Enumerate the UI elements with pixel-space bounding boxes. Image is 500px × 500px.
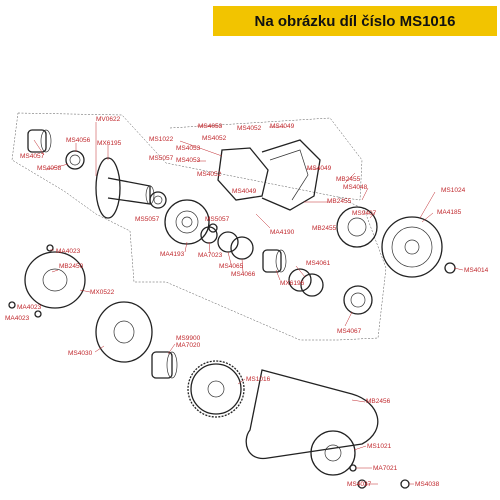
- label-ms1024: MS1024: [441, 187, 466, 194]
- label-mv0622: MV0622: [96, 116, 121, 123]
- bushing-mx6196: [262, 249, 287, 273]
- label-mb2455-c: MB2455: [312, 225, 337, 232]
- label-mb2456: MB2456: [366, 398, 391, 405]
- nut-ms4014: [444, 262, 456, 274]
- label-ms4052-b: MS4052: [202, 135, 227, 142]
- bearing-ms4067: [343, 285, 373, 315]
- starter-gear-ms1016: [187, 360, 245, 418]
- label-ms5057-c: MS5057: [205, 216, 230, 223]
- label-mb2455-b: MB2455: [327, 198, 352, 205]
- variator-mb2450: [8, 244, 86, 318]
- label-ma7020: MA7020: [176, 342, 201, 349]
- label-ms9900: MS9900: [176, 335, 201, 342]
- label-ms5057-b: MS5057: [135, 216, 160, 223]
- label-ma7021: MA7021: [373, 465, 398, 472]
- washer-ma7021: [349, 464, 357, 472]
- rings-ms4061: [288, 268, 324, 297]
- label-ms4057: MS4057: [20, 153, 45, 160]
- label-ma4190: MA4190: [270, 229, 295, 236]
- collar-ms9900: [151, 351, 178, 379]
- label-mx0522: MX0522: [90, 289, 115, 296]
- label-ma4193: MA4193: [160, 251, 185, 258]
- label-ms4053-a: MS4053: [198, 123, 223, 130]
- title-banner: Na obrázku díl číslo MS1016: [213, 6, 497, 36]
- label-ms4052-c: MS4052: [197, 171, 222, 178]
- label-ms5057-a: MS5057: [149, 155, 174, 162]
- label-ms4049-b: MS4049: [307, 165, 332, 172]
- label-ms9407: MS9407: [352, 210, 377, 217]
- label-ms4048: MS4048: [343, 184, 368, 191]
- label-ms4053-b: MS4053: [176, 145, 201, 152]
- sheave-mx6195: [95, 157, 155, 219]
- clutch-shoe-assembly: [217, 139, 321, 211]
- nut-ms4038: [400, 479, 410, 489]
- bushing-ms4057: [27, 129, 52, 153]
- label-mb2450: MB2450: [59, 263, 84, 270]
- pin-ms5057: [208, 223, 218, 233]
- label-ma7023: MA7023: [198, 252, 223, 259]
- label-ms1022: MS1022: [149, 136, 174, 143]
- label-ms4066: MS4066: [231, 271, 256, 278]
- label-ms4037: MS4037: [347, 481, 372, 488]
- cam-plate-ma4193: [164, 199, 210, 245]
- label-ms4038: MS4038: [415, 481, 440, 488]
- label-ms4067: MS4067: [337, 328, 362, 335]
- label-mx6195: MX6195: [97, 140, 122, 147]
- label-ma4023-c: MA4023: [5, 315, 30, 322]
- label-ms1016: MS1016: [246, 376, 271, 383]
- label-ms1021: MS1021: [367, 443, 392, 450]
- label-ms4058: MS4058: [37, 165, 62, 172]
- banner-title: Na obrázku díl číslo MS1016: [254, 12, 456, 30]
- ring-ms4065: [217, 231, 239, 253]
- label-ms4061: MS4061: [306, 260, 331, 267]
- label-ma4185: MA4185: [437, 209, 462, 216]
- pulley-ms4030: [95, 301, 153, 363]
- label-ma4023-b: MA4023: [17, 304, 42, 311]
- label-mx6196: MX6196: [280, 280, 305, 287]
- label-ms4049-c: MS4049: [232, 188, 257, 195]
- label-mb2455-a: MB2455: [336, 176, 361, 183]
- drive-belt-mb2456: [245, 369, 379, 460]
- ring-ms4066: [230, 236, 254, 260]
- label-ms4030: MS4030: [68, 350, 93, 357]
- label-ms4056: MS4056: [66, 137, 91, 144]
- leader-lines: [33, 122, 464, 485]
- fan-ms1021: [310, 430, 356, 476]
- label-ma4023-a: MA4023: [56, 248, 81, 255]
- label-ms4014: MS4014: [464, 267, 489, 274]
- label-ms4049-a: MS4049: [270, 123, 295, 130]
- label-ms4053-c: MS4053: [176, 157, 201, 164]
- label-ms4065: MS4065: [219, 263, 244, 270]
- bearing-ms4056: [65, 150, 85, 170]
- label-ms4052-a: MS4052: [237, 125, 262, 132]
- bearing-ms4049: [149, 191, 167, 209]
- clutch-bell-ms1024: [381, 216, 443, 278]
- clutch-plate-ms4048: [336, 206, 378, 248]
- part-labels: MV0622 MS4057 MS4056 MS4058 MX6195 MS102…: [5, 116, 489, 488]
